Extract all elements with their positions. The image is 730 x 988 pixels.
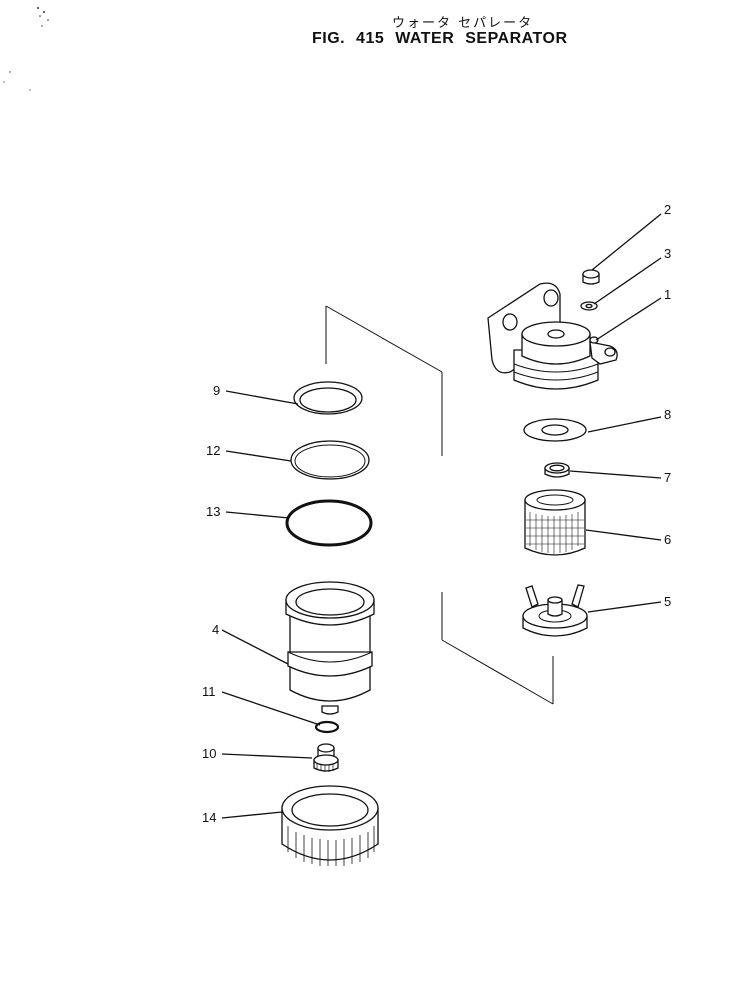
assembly-bracket-lines: [325, 305, 554, 705]
part-8-gasket: [523, 418, 587, 442]
callout-labels: 2 3 1 8 7 6 5 9 12 13 4 11 10 14: [202, 202, 671, 825]
callout-3: 3: [664, 246, 671, 261]
part-11-o-ring: [314, 720, 340, 734]
callout-8: 8: [664, 407, 671, 422]
callout-10: 10: [202, 746, 216, 761]
figure-title: FIG. 415 WATER SEPARATOR: [312, 30, 568, 47]
callout-7: 7: [664, 470, 671, 485]
callout-11: 11: [202, 684, 216, 699]
part-5-element-holder: [522, 584, 588, 637]
part-13-o-ring: [285, 499, 373, 547]
figure-title-japanese: ウォータ セパレータ: [392, 16, 534, 31]
part-4-bowl: [285, 581, 375, 715]
part-3-washer: [580, 301, 598, 311]
part-12-ring: [290, 440, 370, 480]
callout-14: 14: [202, 810, 216, 825]
scan-specks: [3, 7, 49, 91]
callout-13: 13: [206, 504, 220, 519]
part-14-ring-nut: [281, 785, 379, 866]
callout-5: 5: [664, 594, 671, 609]
part-10-drain-plug: [313, 743, 339, 772]
callout-12: 12: [206, 443, 220, 458]
filter-head-housing: [487, 282, 618, 390]
callout-9: 9: [213, 383, 220, 398]
callout-2: 2: [664, 202, 671, 217]
callout-1: 1: [664, 287, 671, 302]
part-6-element: [524, 489, 586, 556]
part-7-o-ring: [544, 462, 570, 478]
leader-lines: [221, 213, 662, 819]
part-2-plug: [582, 269, 600, 285]
part-9-ring: [293, 381, 363, 415]
callout-6: 6: [664, 532, 671, 547]
callout-4: 4: [212, 622, 219, 637]
